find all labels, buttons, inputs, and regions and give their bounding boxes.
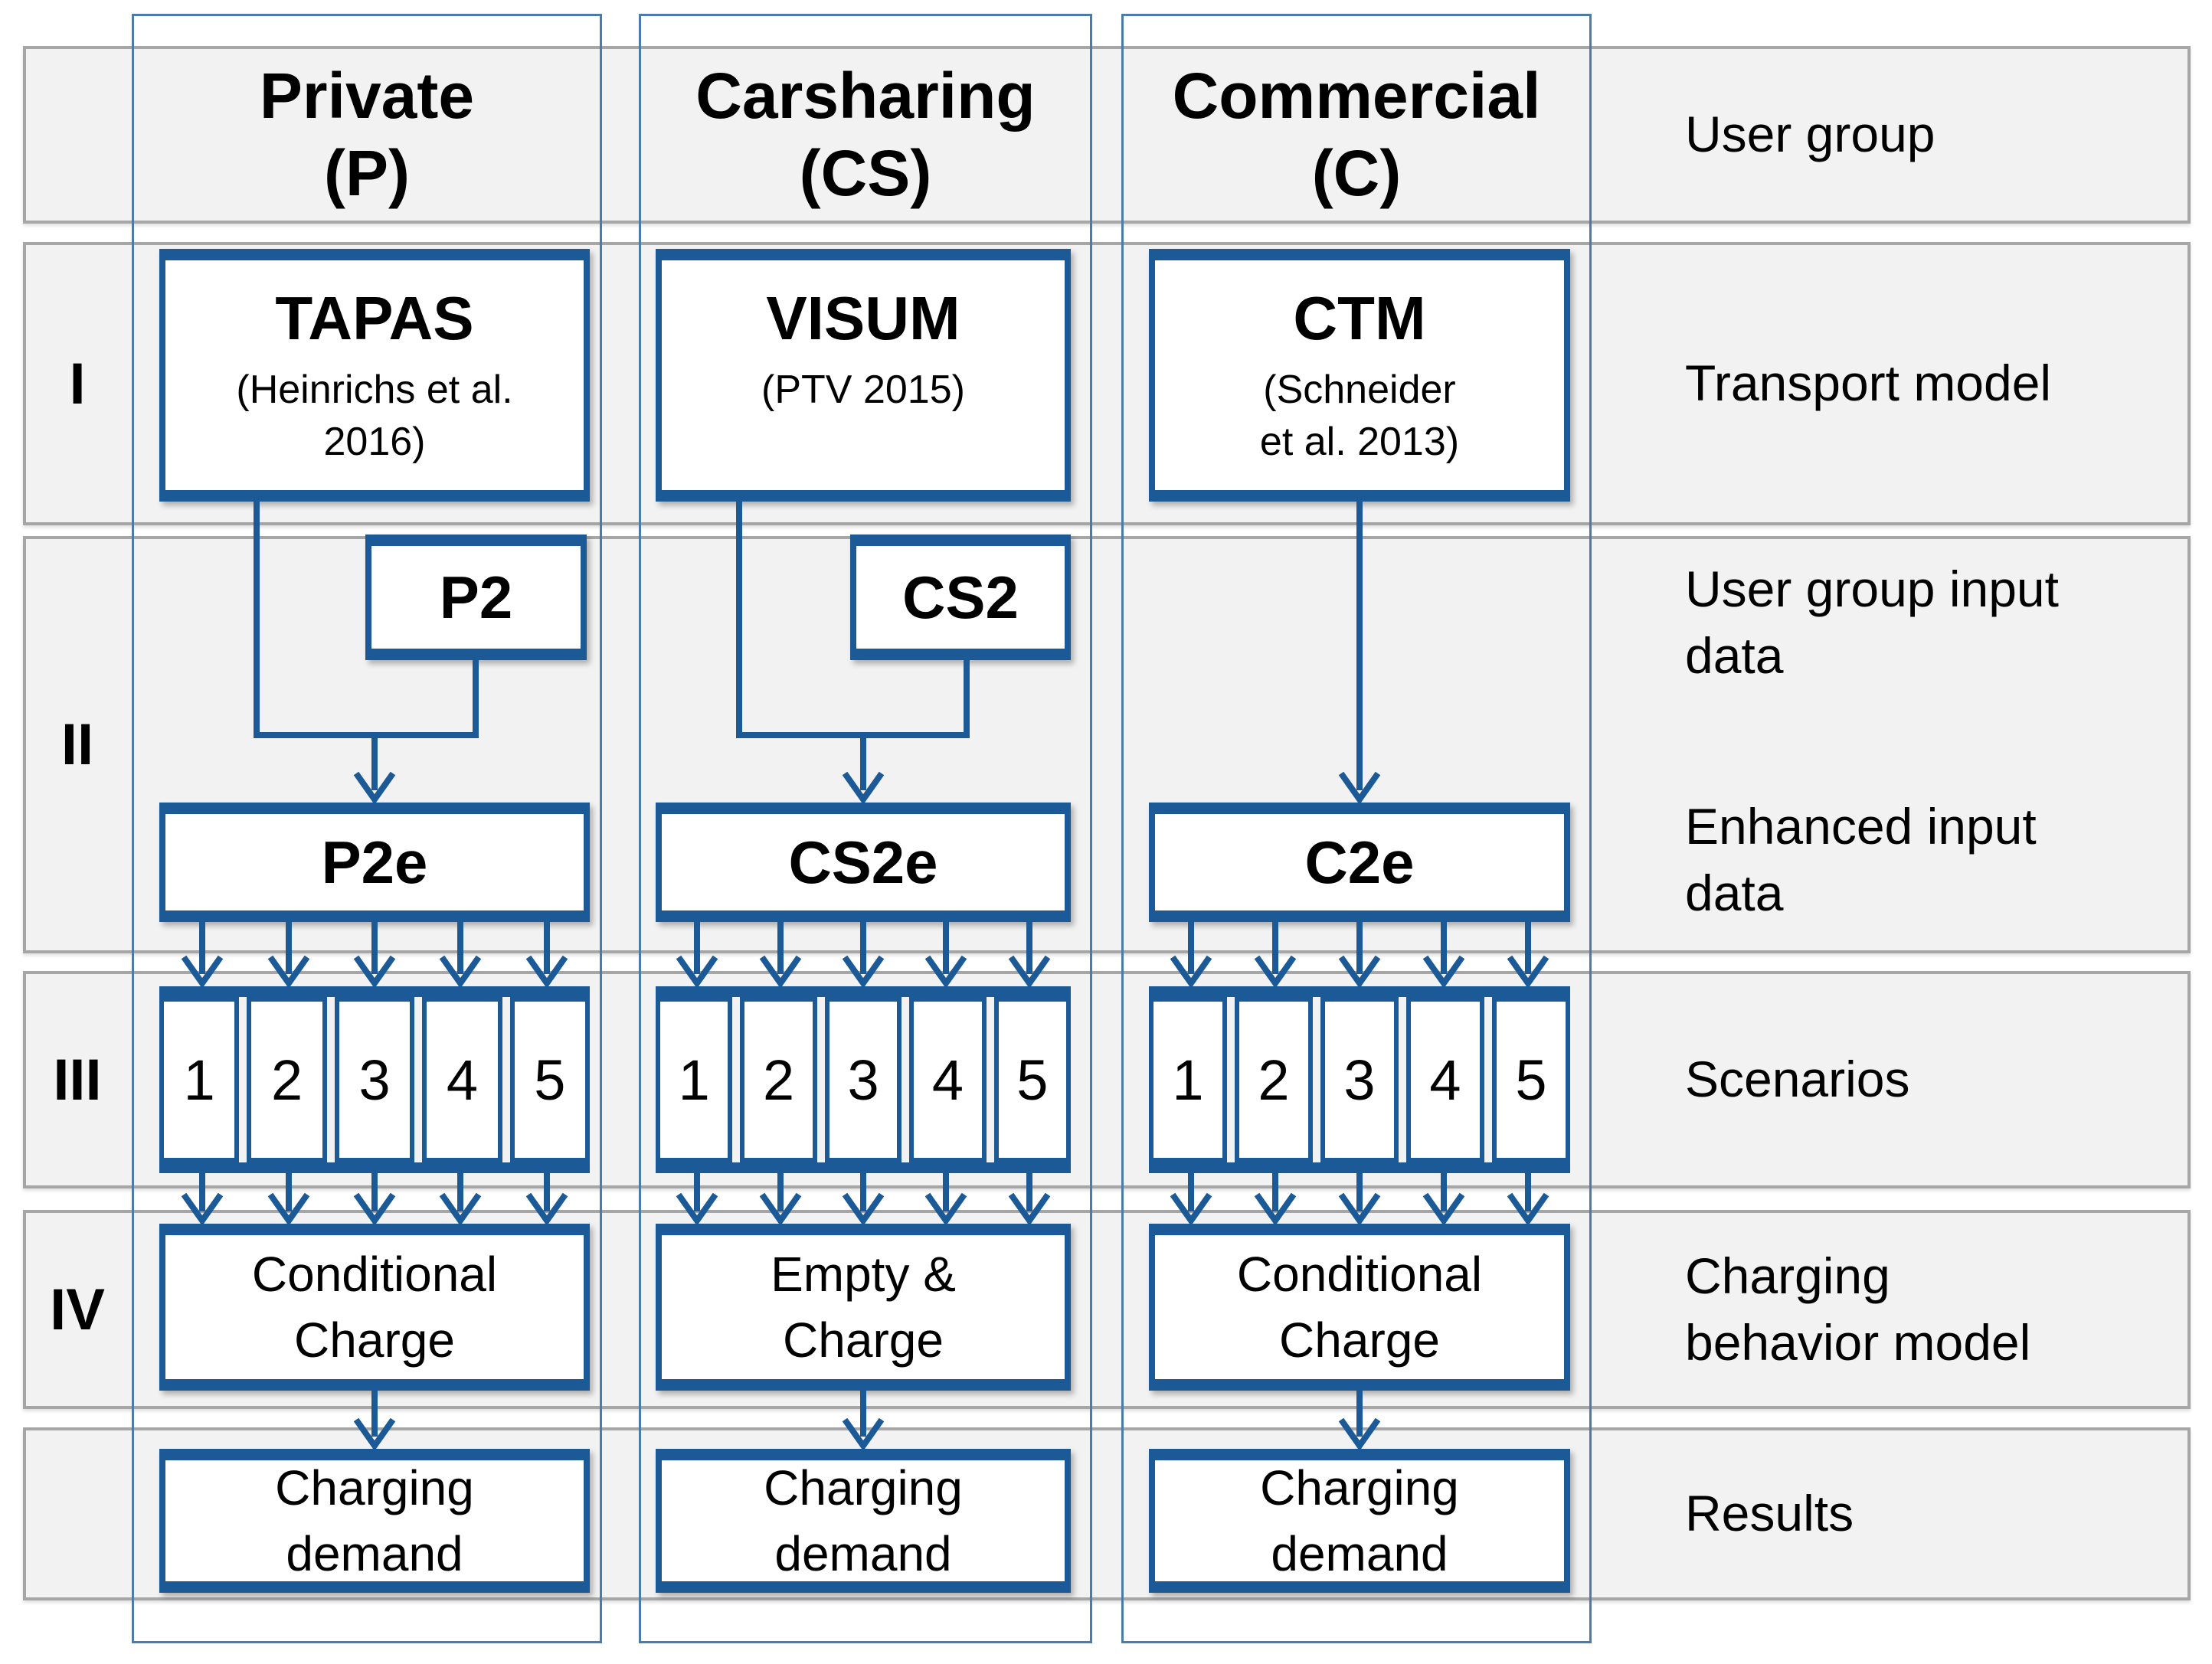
ctm-citation: (Schneider et al. 2013) — [1259, 368, 1460, 464]
scenario-box-commercial-1: 1 — [1149, 997, 1227, 1162]
box-conditional-charge-private: Conditional Charge — [159, 1224, 590, 1391]
label-results: Results — [1685, 1485, 1854, 1542]
scenario-box-carsharing-1: 1 — [656, 997, 733, 1162]
cs2e-label: CS2e — [788, 828, 938, 896]
label-charging-behavior-model: Charging behavior model — [1685, 1247, 2031, 1371]
p2e-label: P2e — [321, 828, 428, 896]
scenario-group-carsharing: 1 2 3 4 5 — [656, 986, 1072, 1173]
box-p2e: P2e — [159, 803, 590, 922]
row-label-iv: IV — [50, 1277, 105, 1342]
band-user-group — [23, 46, 2191, 224]
col-header-private: Private (P) — [259, 60, 475, 209]
scenario-box-carsharing-3: 3 — [824, 997, 902, 1162]
box-conditional-charge-commercial: Conditional Charge — [1149, 1224, 1570, 1391]
empty-and-charge-label: Empty & Charge — [771, 1246, 956, 1368]
conditional-charge-commercial-label: Conditional Charge — [1236, 1246, 1483, 1368]
label-enhanced-input-data: Enhanced input data — [1685, 798, 2037, 922]
p2-label: P2 — [439, 563, 513, 631]
row-label-ii: II — [61, 712, 94, 777]
scenario-box-carsharing-2: 2 — [740, 997, 817, 1162]
scenario-group-private: 1 2 3 4 5 — [159, 986, 591, 1173]
charging-demand-private-label: Charging demand — [275, 1460, 474, 1581]
conditional-charge-private-label: Conditional Charge — [251, 1246, 498, 1368]
scenario-box-carsharing-5: 5 — [993, 997, 1072, 1162]
column-outline-commercial — [1121, 14, 1592, 1643]
row-label-i: I — [69, 351, 86, 417]
scenario-box-commercial-2: 2 — [1235, 997, 1313, 1162]
visum-name: VISUM — [766, 284, 960, 352]
box-tapas: TAPAS (Heinrichs et al. 2016) — [159, 249, 590, 502]
box-charging-demand-carsharing: Charging demand — [656, 1449, 1071, 1593]
scenario-box-private-2: 2 — [247, 997, 327, 1162]
visum-citation: (PTV 2015) — [761, 368, 965, 412]
cs2-label: CS2 — [902, 563, 1019, 631]
c2e-label: C2e — [1304, 828, 1415, 896]
box-ctm: CTM (Schneider et al. 2013) — [1149, 249, 1570, 502]
scenario-box-private-5: 5 — [509, 997, 591, 1162]
tapas-citation: (Heinrichs et al. 2016) — [236, 368, 513, 464]
tapas-name: TAPAS — [275, 284, 474, 352]
box-charging-demand-commercial: Charging demand — [1149, 1449, 1570, 1593]
box-cs2: CS2 — [850, 535, 1071, 660]
label-scenarios: Scenarios — [1685, 1051, 1910, 1108]
col-header-carsharing: Carsharing (CS) — [695, 60, 1036, 209]
scenario-box-private-3: 3 — [334, 997, 415, 1162]
scenario-box-private-4: 4 — [422, 997, 502, 1162]
ctm-name: CTM — [1293, 284, 1426, 352]
scenario-box-commercial-4: 4 — [1406, 997, 1484, 1162]
box-cs2e: CS2e — [656, 803, 1071, 922]
column-outline-carsharing — [639, 14, 1092, 1643]
row-label-iii: III — [53, 1047, 102, 1113]
scenario-box-carsharing-4: 4 — [909, 997, 987, 1162]
box-charging-demand-private: Charging demand — [159, 1449, 590, 1593]
scenario-box-commercial-3: 3 — [1320, 997, 1399, 1162]
scenario-box-private-1: 1 — [159, 997, 240, 1162]
scenario-box-commercial-5: 5 — [1492, 997, 1570, 1162]
box-p2: P2 — [365, 535, 587, 660]
label-user-group: User group — [1685, 106, 1936, 163]
box-c2e: C2e — [1149, 803, 1570, 922]
col-header-commercial: Commercial (C) — [1172, 60, 1541, 209]
box-empty-and-charge-carsharing: Empty & Charge — [656, 1224, 1071, 1391]
label-transport-model: Transport model — [1685, 355, 2052, 412]
box-visum: VISUM (PTV 2015) — [656, 249, 1071, 502]
charging-demand-commercial-label: Charging demand — [1260, 1460, 1459, 1581]
scenario-group-commercial: 1 2 3 4 5 — [1149, 986, 1570, 1173]
column-outline-private — [132, 14, 602, 1643]
label-user-group-input-data: User group input data — [1685, 561, 2059, 685]
charging-demand-carsharing-label: Charging demand — [764, 1460, 963, 1581]
